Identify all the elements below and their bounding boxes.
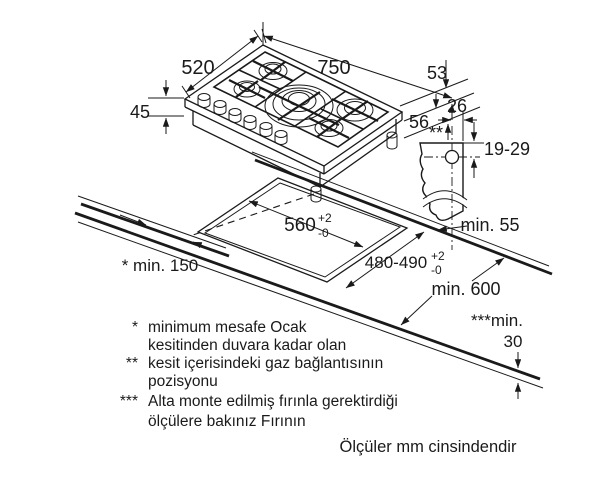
worktop-back-edge-left xyxy=(80,202,230,258)
min-150-label: * min. 150 xyxy=(122,256,199,275)
label-min-600: min. 600 xyxy=(400,257,505,326)
dim-56-label: 56 xyxy=(409,112,429,132)
min-30-value-label: 30 xyxy=(504,332,523,351)
footnote-2-line1: kesit içerisindeki gaz bağlantısının xyxy=(148,355,383,372)
footnotes: * minimum mesafe Ocak kesitinden duvara … xyxy=(120,319,517,456)
gas-connection-point xyxy=(444,149,460,165)
cutout-560-tol-lower: -0 xyxy=(318,226,329,240)
dimension-520: 520 xyxy=(181,29,263,99)
min-30-prefix-label: ***min. xyxy=(471,311,523,330)
dimension-750: 750 xyxy=(261,22,453,99)
control-knob xyxy=(259,122,273,137)
cutout-560-label: 560 xyxy=(284,215,316,236)
dim-26-label: 26 xyxy=(447,96,467,116)
dim-520-label: 520 xyxy=(181,57,214,79)
label-min-150: * min. 150 xyxy=(119,214,219,275)
dim-53-label: 53 xyxy=(427,63,447,83)
units-note: Ölçüler mm cinsindendir xyxy=(340,438,517,456)
cutout-480-490-tol-upper: +2 xyxy=(431,249,445,263)
min-55-label: min. 55 xyxy=(460,215,519,235)
control-knobs xyxy=(197,93,288,145)
control-knob xyxy=(213,100,227,115)
footnote-3-line1: Alta monte edilmiş fırınla gerektirdiği xyxy=(148,393,398,410)
break-line xyxy=(422,198,468,209)
dimension-560: 560 +2 -0 xyxy=(248,200,364,248)
control-knob xyxy=(243,115,257,130)
dimension-480-490: 480-490 +2 -0 xyxy=(345,231,445,289)
cutout-480-490-label: 480-490 xyxy=(365,253,427,272)
cutout-outer-edge xyxy=(196,177,409,283)
footnote-2-line2: pozisyonu xyxy=(148,373,218,390)
gas-marker-label: ** xyxy=(429,123,443,143)
dimension-26: 26 xyxy=(438,96,477,141)
hob-view xyxy=(183,44,404,203)
control-knob xyxy=(228,108,242,123)
control-knob xyxy=(197,93,211,108)
footnote-3-line2: ölçülere bakınız Fırının xyxy=(148,413,306,430)
label-min-30: ***min. 30 xyxy=(471,311,523,399)
footnote-1-marker: * xyxy=(132,319,138,336)
dimension-53: 53 xyxy=(399,60,475,122)
burner-right-front xyxy=(314,119,344,137)
footnote-1-line2: kesitinden duvara kadar olan xyxy=(148,337,346,354)
footnote-3-marker: *** xyxy=(120,393,138,410)
cutout-560-tol-upper: +2 xyxy=(318,211,332,225)
break-line xyxy=(422,190,468,201)
gas-connection-detail: 26 ** 19-29 xyxy=(419,96,530,250)
dim-19-29-label: 19-29 xyxy=(484,139,530,159)
footnote-1-line1: minimum mesafe Ocak xyxy=(148,319,307,336)
dim-750-label: 750 xyxy=(317,57,350,79)
hob-burner-box xyxy=(192,111,397,188)
dimension-45: 45 xyxy=(130,80,184,134)
hob-foot-right xyxy=(386,131,398,150)
min-600-label: min. 600 xyxy=(431,279,500,299)
worktop-front-edge-bottom xyxy=(77,221,544,389)
worktop-back-edge-left-thin xyxy=(77,195,227,249)
footnote-2-marker: ** xyxy=(126,355,138,372)
label-min-55: min. 55 xyxy=(437,215,520,235)
burner-right-back xyxy=(336,98,374,122)
dimension-19-29: 19-29 xyxy=(463,122,530,178)
worktop-back-edge-thin xyxy=(251,151,550,267)
dimension-56: 56 xyxy=(403,94,481,140)
cutout-480-490-tol-lower: -0 xyxy=(431,263,442,277)
dim-45-label: 45 xyxy=(130,102,150,122)
worktop-front-edge xyxy=(74,211,541,381)
hob-top-surface xyxy=(183,44,404,167)
control-knob xyxy=(274,130,288,145)
